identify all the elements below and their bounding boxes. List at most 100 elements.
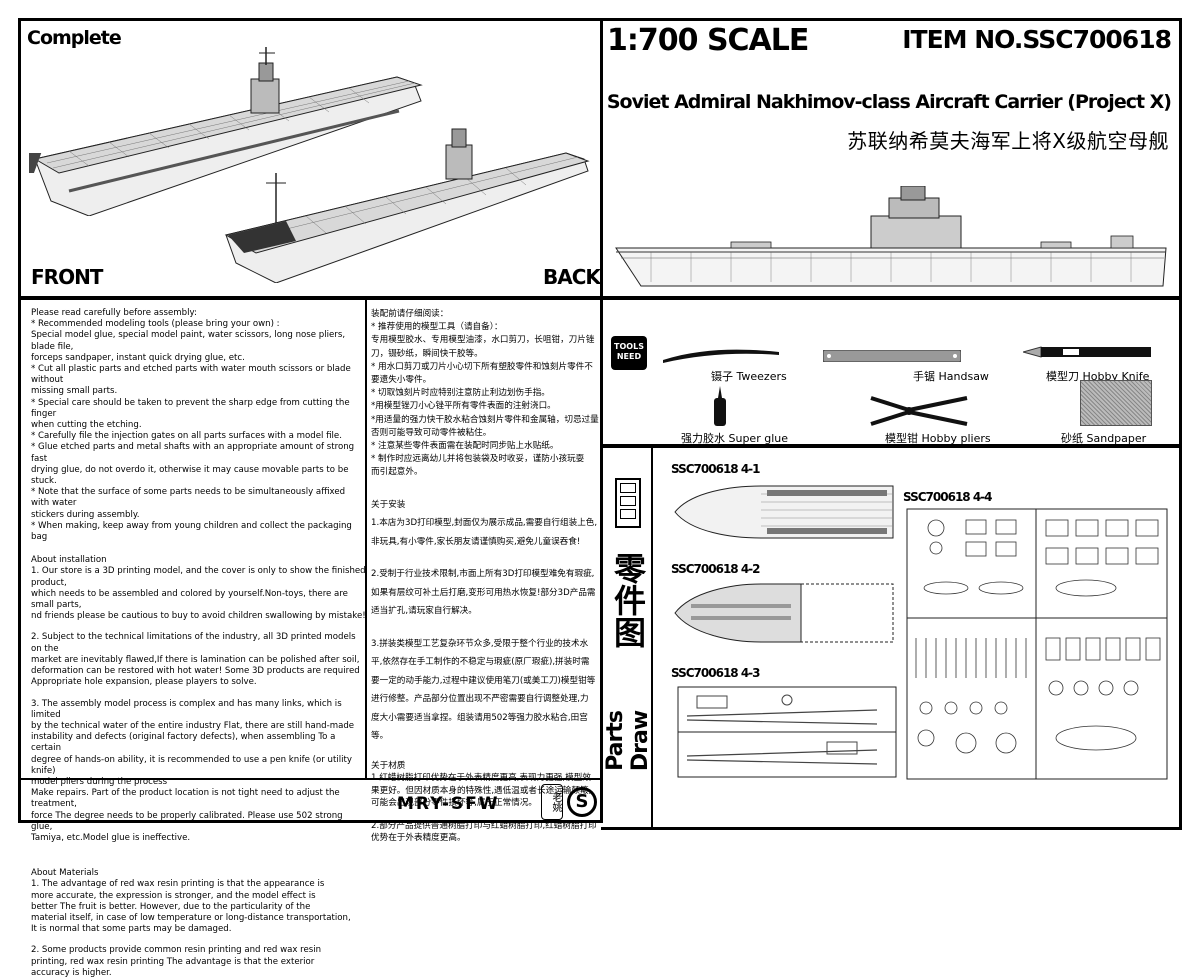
sheet-4-2-drawing [671,580,897,646]
sandpaper-icon [1080,380,1152,426]
text-line: * Recommended modeling tools (please bri… [31,319,280,330]
text-line: * Special care should be taken to preven… [31,397,350,419]
sheet-label-4-3: SSC700618 4-3 [671,666,761,680]
super-glue-icon [713,386,727,426]
instructions-chinese: 装配前请仔细阅读： * 推荐使用的模型工具（请自备）： 专用模型胶水、专用模型油… [371,308,601,845]
tool-label: 模型钳 Hobby pliers [885,432,991,445]
text-line: when cutting the etching. [31,420,142,431]
tools-badge-line: NEED [616,352,642,361]
text-line: * 制作时应远离幼儿并将包装袋及时收妥，谨防小孩玩耍 [371,454,585,465]
text-line: 非玩具,有小零件,家长朋友请谨慎购买,避免儿童误吞食! [371,536,581,547]
text-line: 如果有层纹可补土后打磨,变形可用热水恢复!部分3D产品需 [371,587,596,598]
text-line: 2. Subject to the technical limitations … [31,632,356,654]
tweezers-icon [661,346,781,366]
parts-title-english: Parts Draw [603,710,653,772]
side-profile-render [611,178,1171,296]
text-line: market are inevitably flawed,If there is… [31,654,360,665]
text-line: instability and defects (original factor… [31,732,336,754]
title-panel: 1:700 SCALE ITEM NO.SSC700618 Soviet Adm… [601,18,1182,299]
text-line: * Glue etched parts and metal shafts wit… [31,442,355,464]
text-line: Tamiya, etc.Model glue is ineffective. [31,832,191,843]
column-divider [365,300,367,778]
text-line: accuracy is higher. [31,967,112,978]
footer-divider [21,778,600,780]
text-line: 装配前请仔细阅读： [371,309,449,319]
text-line: 1.本店为3D打印模型,封面仅为展示成品,需要自行组装上色, [371,518,598,529]
sheet-4-3-drawing [677,686,897,778]
front-label: FRONT [31,265,103,289]
text-line: * When making, keep away from young chil… [31,520,352,543]
text-line: model pliers during the process [31,776,168,787]
text-line: * 注意某些零件表面需在装配时同步贴上水贴纸。 [371,441,559,452]
text-line: Please read carefully before assembly: [31,308,197,318]
title-chinese: 苏联纳希莫夫海军上将X级航空母舰 [847,129,1169,153]
text-line: printing, red wax resin printing The adv… [31,956,315,967]
complete-panel: Complete [0,18,603,299]
sheet-4-4-drawing [906,508,1168,780]
text-line: 2. Some products provide common resin pr… [31,945,322,956]
title-english: Soviet Admiral Nakhimov-class Aircraft C… [606,91,1172,113]
text-line: missing small parts. [31,386,118,397]
tool-label: 砂纸 Sandpaper [1061,432,1147,445]
tool-label: 模型刀 Hobby Knife [1046,370,1150,383]
text-line: It is normal that some parts may be dama… [31,924,232,935]
text-line: 2.部分产品提供普通树脂打印与红蜡树脂打印,红蜡树脂打印 [371,820,597,831]
materials-title-en: About Materials [31,868,99,879]
handsaw-icon [822,347,962,363]
text-line: 要遗失小零件。 [371,375,432,386]
text-line: 刀，镊砂纸，瞬间快干胶等。 [371,348,483,359]
text-line: 果更好。但因材质本身的特殊性,遇低温或者长途运输颠簸, [371,785,592,796]
text-line: * 切取蚀刻片时应特别注意防止利边划伤手指。 [371,388,550,399]
text-line: 而引起意外。 [371,467,423,478]
text-line: deformation can be restored with hot wat… [31,666,360,677]
text-line: * Carefully file the injection gates on … [31,431,342,442]
materials-title-cn: 关于材质 [371,760,406,771]
seal-stamp: 老姚 [541,784,563,820]
back-view-render [216,113,601,284]
text-line: force The degree needs to be properly ca… [31,810,343,832]
sheet-label-4-4: SSC700618 4-4 [903,490,993,504]
text-line: by the technical water of the entire ind… [31,720,355,731]
tool-label: 手锯 Handsaw [913,370,989,383]
instructions-panel: Please read carefully before assembly: *… [18,297,603,978]
text-line: Make repairs. Part of the product locati… [31,788,340,810]
sprue-icon [615,478,641,528]
item-number: ITEM NO.SSC700618 [902,25,1172,54]
hobby-pliers-icon [869,394,969,428]
text-line: 3.拼装类模型工艺复杂环节众多,受限于整个行业的技术水 [371,638,589,649]
brand-s-logo-icon: S [567,787,597,817]
front-view-render [0,41,429,217]
instructions-english: Please read carefully before assembly: *… [31,308,366,979]
text-line: 平,依然存在手工制作的不稳定与瑕疵(原厂瑕疵),拼装时需 [371,657,590,668]
text-line: nd friends please be cautious to buy to … [31,611,366,622]
parts-title-chinese: 零件图 [609,552,647,648]
text-line: * Note that the surface of some parts ne… [31,487,346,509]
hobby-knife-icon [1021,344,1153,358]
parts-divider [651,448,653,827]
sheet-4-1-drawing [671,482,897,542]
text-line: 专用模型胶水、专用模型油漆，水口剪刀，长咀钳，刀片锉 [371,335,595,346]
intro-en: Please read carefully before assembly: *… [31,308,366,543]
parts-panel: 零件图 Parts Draw SSC700618 4-1 SSC700618 4… [601,445,1182,830]
text-line: * 用水口剪刀或刀片小心切下所有塑胶零件和蚀刻片零件不 [371,361,593,372]
text-line: better The fruit is better. However, due… [31,901,311,912]
text-line: which needs to be assembled and colored … [31,588,348,611]
text-line: *用模型锉刀小心锉平所有零件表面的注射浇口。 [371,401,556,412]
tool-label: 强力胶水 Super glue [681,432,788,445]
complete-label: Complete [27,27,122,49]
text-line: *用适量的强力快干胶水粘合蚀刻片零件和金属轴，切忌过量 [371,414,599,425]
back-label: BACK [543,265,601,289]
text-line: 优势在于外表精度更高。 [371,833,466,844]
text-line: 度大小需要适当拿捏。组装请用502等强力胶水粘合,田宫等。 [371,712,588,742]
text-line: * Cut all plastic parts and etched parts… [31,364,351,386]
text-line: 否则可能导致可动零件被粘住。 [371,427,492,438]
text-line: forceps sandpaper, instant quick drying … [31,352,245,363]
text-line: 要一定的动手能力,过程中建议使用笔刀(或美工刀)模型钳等 [371,675,596,686]
brand-logo: MRY-SFW [397,794,500,814]
tools-badge-line: TOOLS [614,342,644,351]
sheet-label-4-2: SSC700618 4-2 [671,562,761,576]
text-line: material itself, in case of low temperat… [31,912,351,923]
text-line: Special model glue, special model paint,… [31,330,346,352]
text-line: * 推荐使用的模型工具（请自备）： [371,322,503,333]
text-line: 2.受制于行业技术限制,市面上所有3D打印模型难免有瑕疵, [371,569,595,580]
